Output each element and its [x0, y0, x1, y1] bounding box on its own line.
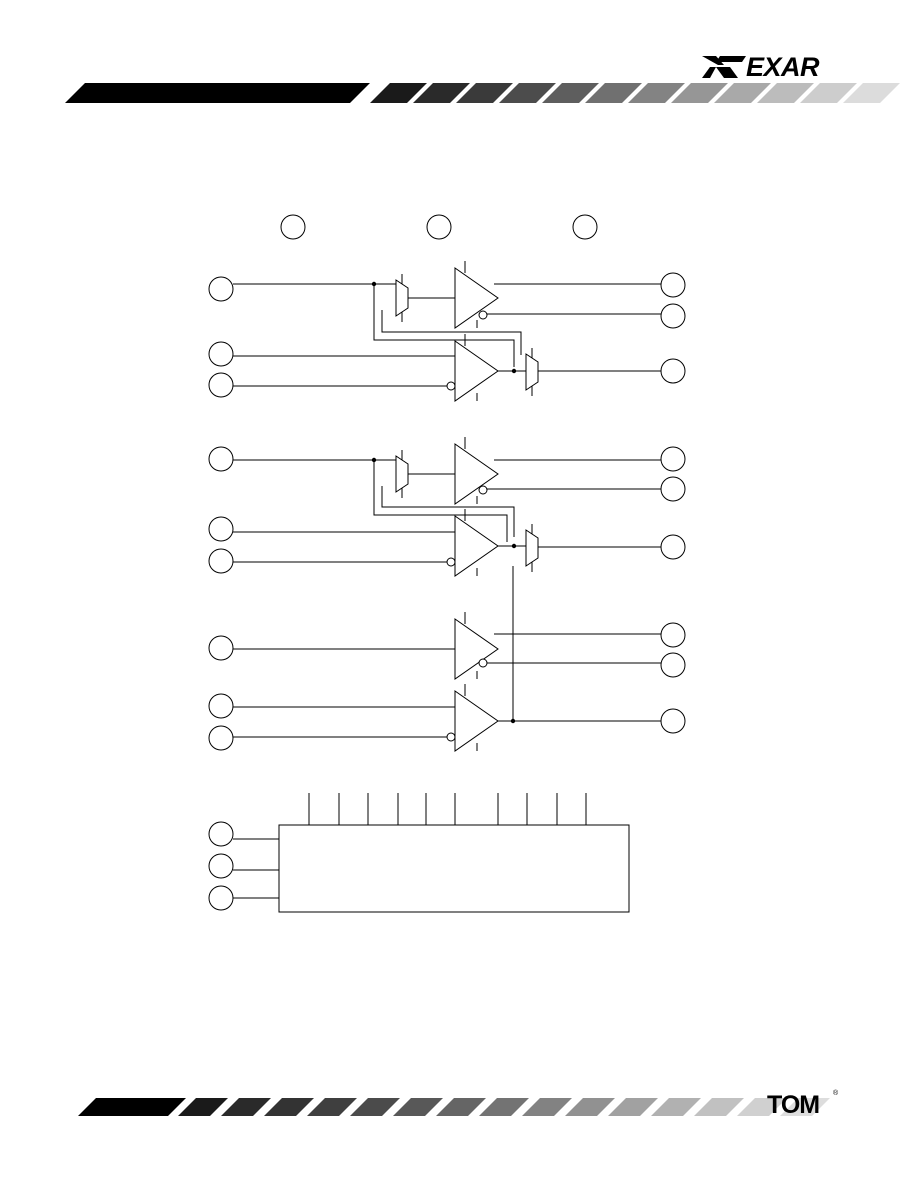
invert-bubble [446, 732, 456, 742]
invert-bubble [446, 557, 456, 567]
output-pin-circle [660, 303, 686, 329]
output-pin-circle [660, 622, 686, 648]
input-pin-circle [208, 276, 234, 302]
top-pin-circle [280, 214, 306, 240]
stripe-segment [843, 83, 900, 103]
stripe-segment [565, 1098, 615, 1116]
exar-logo-text: EXAR [746, 52, 820, 82]
wire [373, 460, 508, 542]
receiver-buffer [454, 515, 499, 577]
stripe-segment [628, 83, 685, 103]
stripe-main-segment [78, 1098, 186, 1116]
output-pin-circle [660, 652, 686, 678]
control-logic-block [278, 824, 630, 913]
stripe-segment [436, 1098, 486, 1116]
top-pin-circle [426, 214, 452, 240]
footer-stripe-bar [78, 1098, 830, 1116]
output-mux [525, 353, 539, 391]
control-input-circle [208, 821, 234, 847]
stripe-segment [608, 1098, 658, 1116]
top-pin-circle [572, 214, 598, 240]
input-pin-circle [208, 372, 234, 398]
output-pin-circle [660, 534, 686, 560]
wire [373, 284, 515, 367]
input-pin-circle [208, 693, 234, 719]
header-stripe-bar [65, 83, 900, 103]
stripe-segment [671, 83, 728, 103]
stripe-segment [178, 1098, 228, 1116]
input-pin-circle [208, 446, 234, 472]
driver-buffer [454, 267, 499, 329]
stripe-segment [800, 83, 857, 103]
invert-bubble [478, 310, 488, 320]
stripe-segment [542, 83, 599, 103]
stripe-segment [780, 1098, 830, 1116]
stripe-segment [456, 83, 513, 103]
stripe-segment [694, 1098, 744, 1116]
input-pin-circle [208, 725, 234, 751]
output-pin-circle [660, 476, 686, 502]
input-pin-circle [208, 548, 234, 574]
invert-bubble [478, 658, 488, 668]
stripe-segment [479, 1098, 529, 1116]
input-pin-circle [208, 516, 234, 542]
tom-logo-text: TOM [767, 1091, 820, 1119]
output-pin-circle [660, 358, 686, 384]
control-input-circle [208, 885, 234, 911]
stripe-segment [585, 83, 642, 103]
input-pin-circle [208, 341, 234, 367]
registered-mark: ® [833, 1090, 839, 1097]
receiver-buffer [454, 340, 499, 402]
stripe-segment [393, 1098, 443, 1116]
stripe-segment [499, 83, 556, 103]
driver-buffer [454, 618, 499, 680]
invert-bubble [446, 381, 456, 391]
stripe-segment [413, 83, 470, 103]
output-mux [525, 529, 539, 567]
stripe-segment [737, 1098, 787, 1116]
input-mux [395, 455, 409, 493]
control-input-circle [208, 853, 234, 879]
stripe-segment [264, 1098, 314, 1116]
stripe-segment [714, 83, 771, 103]
stripe-segment [370, 83, 427, 103]
wire [381, 310, 522, 355]
driver-buffer [454, 443, 499, 505]
stripe-segment [221, 1098, 271, 1116]
receiver-buffer [454, 690, 499, 752]
stripe-segment [522, 1098, 572, 1116]
stripe-segment [307, 1098, 357, 1116]
output-pin-circle [660, 708, 686, 734]
stripe-segment [651, 1098, 701, 1116]
invert-bubble [478, 485, 488, 495]
input-mux [395, 279, 409, 317]
wire [381, 486, 515, 537]
stripe-segment [350, 1098, 400, 1116]
output-pin-circle [660, 272, 686, 298]
output-pin-circle [660, 446, 686, 472]
stripe-main-segment [65, 83, 370, 103]
input-pin-circle [208, 635, 234, 661]
stripe-segment [757, 83, 814, 103]
exar-logo-icon [700, 54, 748, 85]
